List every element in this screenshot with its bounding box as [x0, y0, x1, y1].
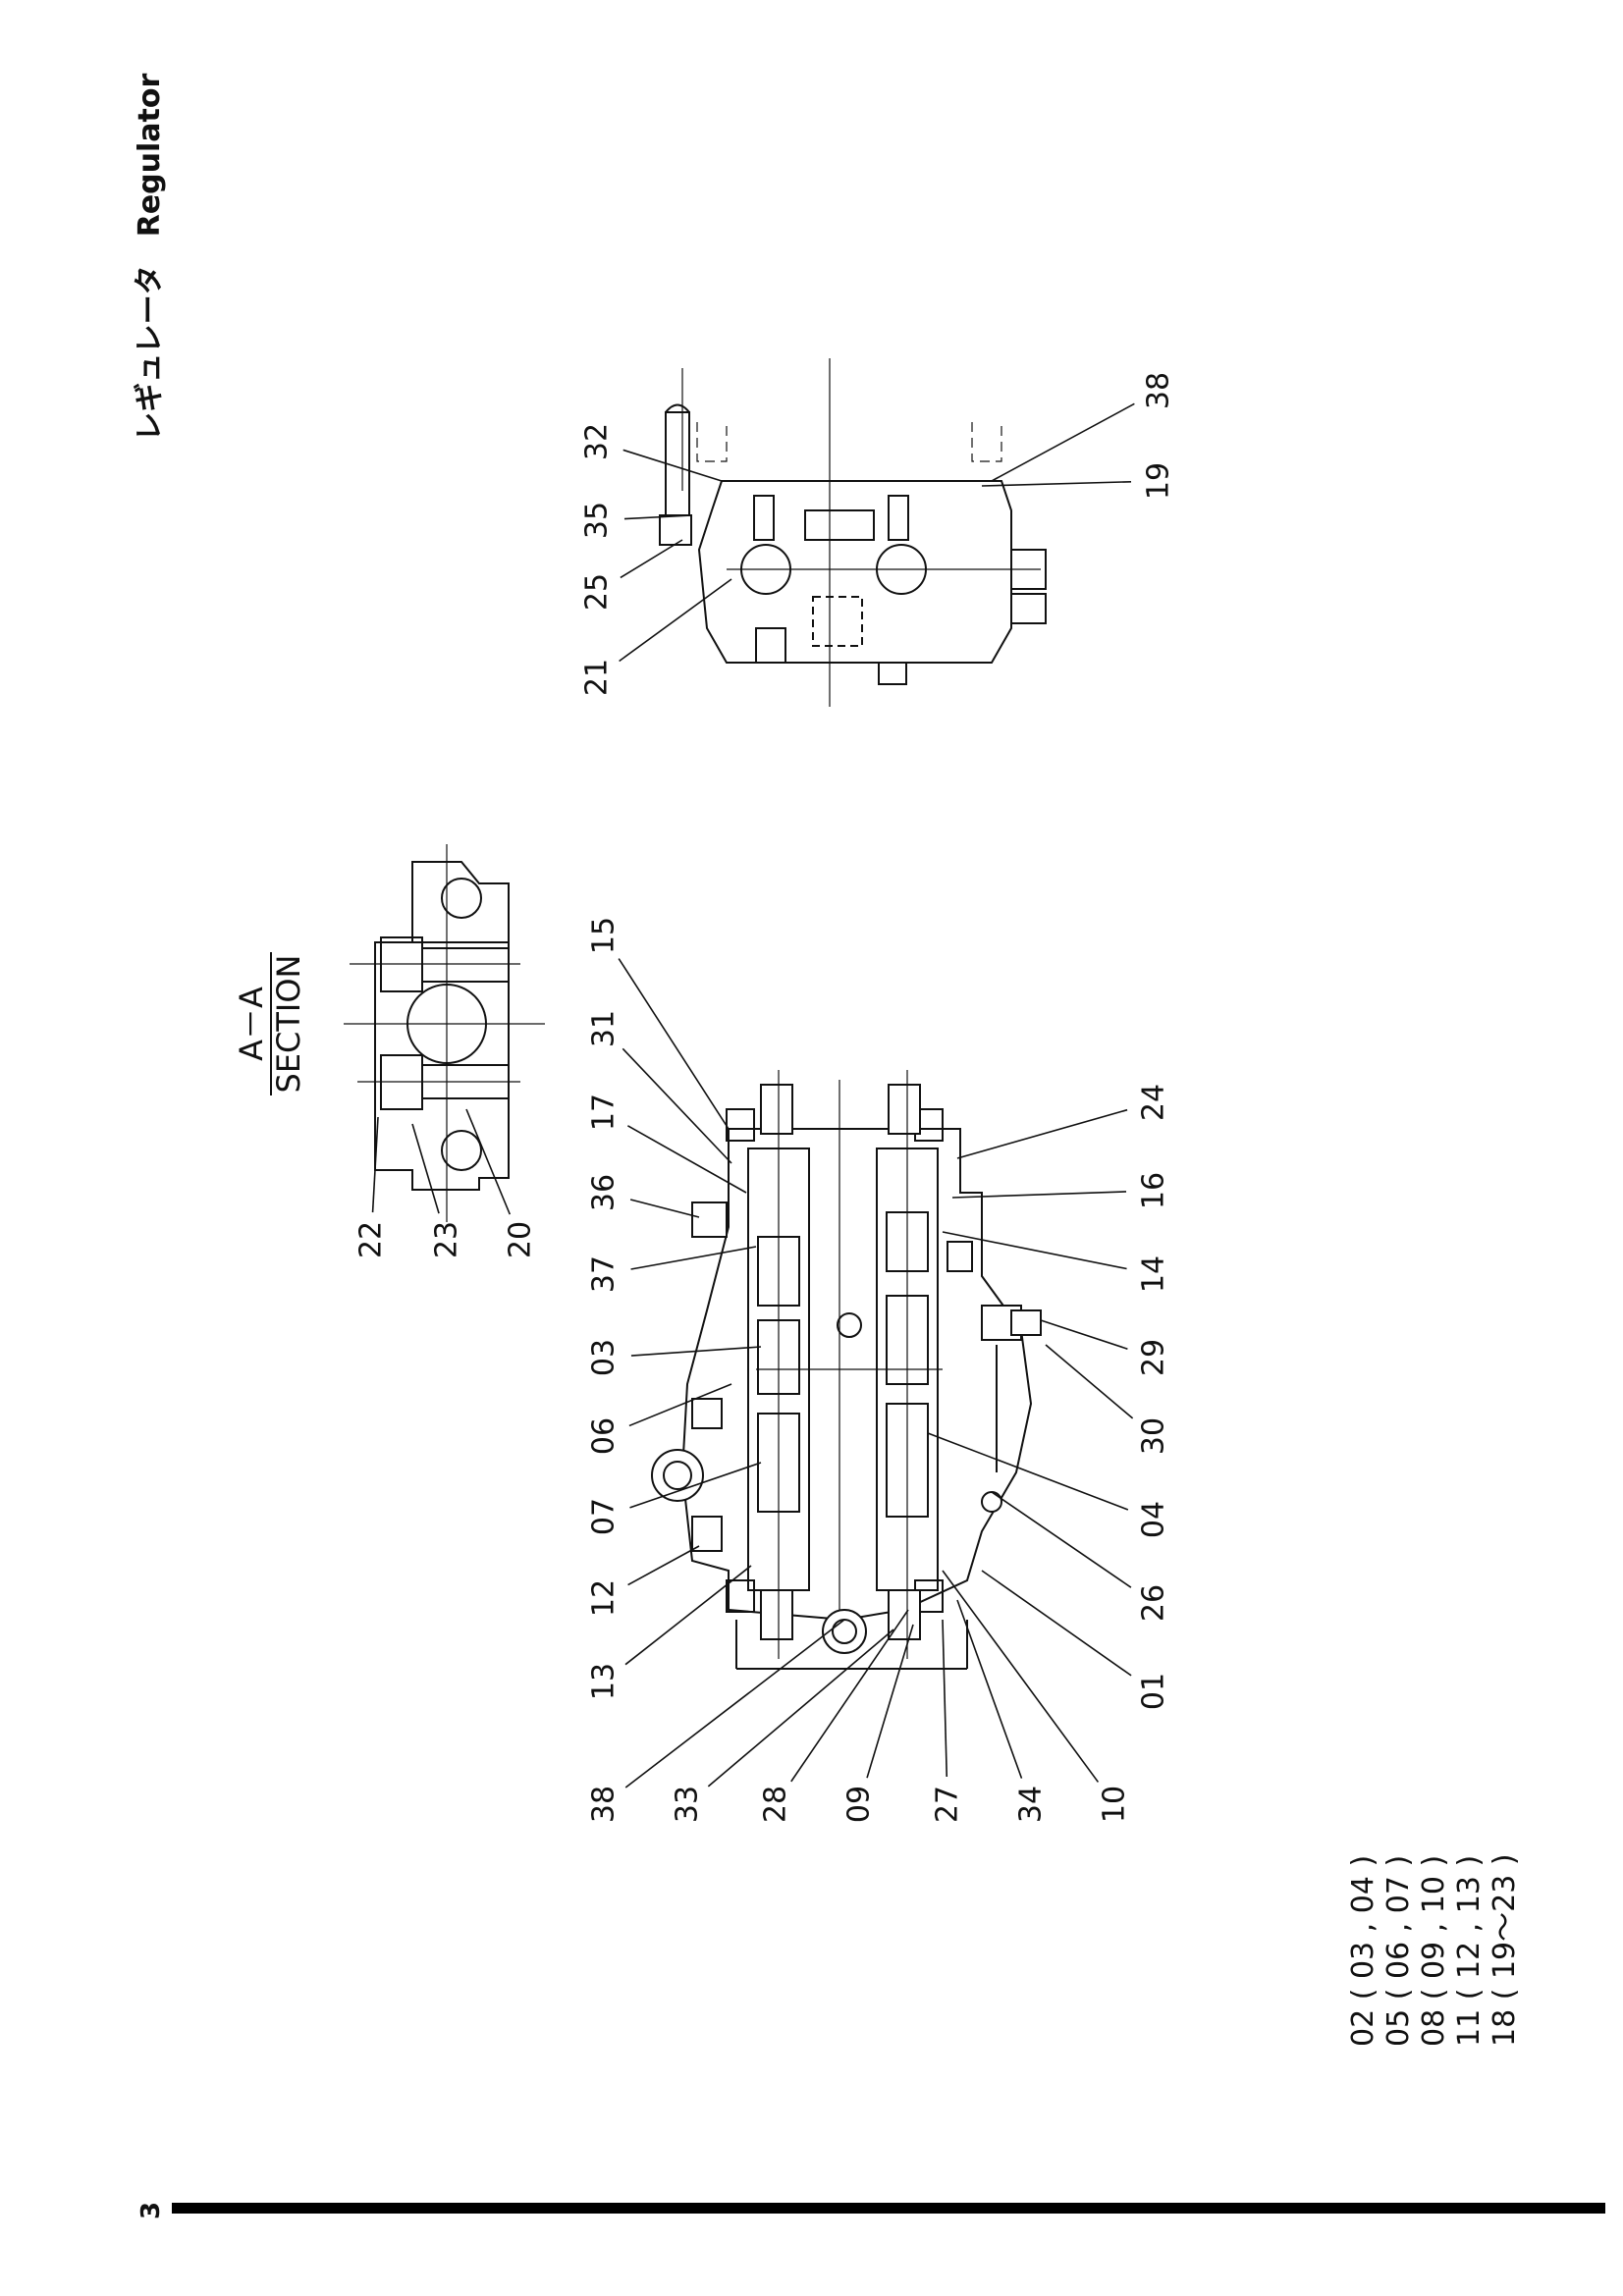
part-number-label: 15	[587, 917, 622, 954]
main-view	[651, 1070, 1042, 1670]
part-number-label: 14	[1137, 1255, 1171, 1293]
leader-line	[981, 480, 1132, 487]
leader-line	[630, 1346, 762, 1357]
section-word: SECTION	[270, 955, 307, 1094]
bottom-rule	[172, 2203, 1605, 2214]
part-number-label: 38	[1142, 372, 1176, 409]
part-number-label: 01	[1137, 1673, 1171, 1710]
part-number-label: 06	[587, 1417, 622, 1455]
leader-line	[956, 1599, 1023, 1779]
part-labels: 22 23 20 15 31 17 36 37 03 06 07 12 13 38 33 28 09 27 34 10…	[354, 372, 1176, 1823]
part-number-label: 38	[587, 1786, 622, 1823]
side-view	[659, 358, 1047, 707]
leader-line	[942, 1570, 1100, 1783]
part-number-label: 17	[587, 1094, 622, 1131]
part-number-label: 33	[671, 1786, 705, 1823]
part-number-label: 27	[931, 1786, 965, 1823]
leader-line	[629, 1462, 762, 1509]
leader-line	[1045, 1344, 1134, 1419]
part-number-label: 36	[587, 1174, 622, 1211]
part-number-label: 26	[1137, 1584, 1171, 1622]
part-number-label: 10	[1098, 1786, 1132, 1823]
part-number-label: 28	[759, 1786, 793, 1823]
part-number-label: 21	[580, 659, 615, 696]
leader-line	[619, 578, 732, 663]
assembly-group-entry: 02 ( 03 , 04 )	[1346, 1855, 1380, 2047]
leader-line	[630, 1246, 757, 1270]
part-number-label: 22	[354, 1221, 389, 1258]
title-japanese: レギュレータ	[133, 265, 167, 441]
part-number-label: 23	[430, 1221, 464, 1258]
part-number-label: 37	[587, 1255, 622, 1293]
assembly-groups: 02 ( 03 , 04 )05 ( 06 , 07 )08 ( 09 , 10…	[1346, 1853, 1522, 2047]
leader-line	[624, 1619, 845, 1789]
leader-lines	[371, 402, 1135, 1789]
leader-line	[942, 1231, 1127, 1270]
part-number-label: 25	[580, 573, 615, 611]
part-number-label: 16	[1137, 1172, 1171, 1209]
leader-line	[622, 1047, 732, 1164]
leader-line	[981, 1570, 1132, 1677]
leader-line	[620, 539, 683, 579]
leader-line	[465, 1108, 512, 1215]
section-title: A－A SECTION	[233, 952, 307, 1095]
leader-line	[623, 514, 693, 520]
leader-line	[411, 1123, 440, 1214]
assembly-group-entry: 05 ( 06 , 07 )	[1381, 1855, 1416, 2047]
section-letters: A－A	[233, 987, 270, 1061]
leader-line	[927, 1432, 1129, 1511]
leader-line	[991, 1491, 1132, 1588]
leader-line	[626, 1125, 747, 1194]
leader-line	[628, 1383, 732, 1427]
part-number-label: 31	[587, 1010, 622, 1047]
leader-line	[956, 1108, 1128, 1159]
leader-line	[1040, 1319, 1128, 1350]
part-number-label: 09	[842, 1786, 877, 1823]
leader-line	[790, 1609, 909, 1783]
leader-line	[629, 1199, 700, 1218]
page-header: Regulator レギュレータ 3	[133, 74, 1605, 2219]
leader-line	[371, 1116, 379, 1213]
part-number-label: 07	[587, 1498, 622, 1535]
part-number-label: 24	[1137, 1084, 1171, 1121]
part-number-label: 19	[1142, 462, 1176, 500]
assembly-group-entry: 18 ( 19～23 )	[1488, 1853, 1522, 2047]
leader-line	[707, 1629, 894, 1788]
leader-line	[951, 1191, 1127, 1199]
assembly-group-entry: 11 ( 12 , 13 )	[1452, 1855, 1487, 2047]
leader-line	[866, 1624, 914, 1779]
leader-line	[942, 1619, 948, 1778]
part-number-label: 20	[504, 1221, 538, 1258]
title-english: Regulator	[133, 74, 167, 238]
assembly-group-entry: 08 ( 09 , 10 )	[1417, 1855, 1451, 2047]
leader-line	[627, 1545, 700, 1586]
part-number-label: 34	[1014, 1786, 1049, 1823]
leader-line	[991, 402, 1135, 482]
page-number: 3	[136, 2202, 166, 2219]
part-number-label: 29	[1137, 1339, 1171, 1376]
part-number-label: 30	[1137, 1417, 1171, 1455]
leader-line	[624, 1565, 752, 1666]
part-number-label: 13	[587, 1663, 622, 1700]
section-aa-view	[344, 844, 545, 1222]
leader-line	[618, 958, 730, 1130]
part-number-label: 35	[580, 502, 615, 539]
part-number-label: 04	[1137, 1501, 1171, 1538]
part-number-label: 32	[580, 423, 615, 460]
leader-line	[622, 449, 723, 482]
part-number-label: 03	[587, 1339, 622, 1376]
part-number-label: 12	[587, 1579, 622, 1617]
